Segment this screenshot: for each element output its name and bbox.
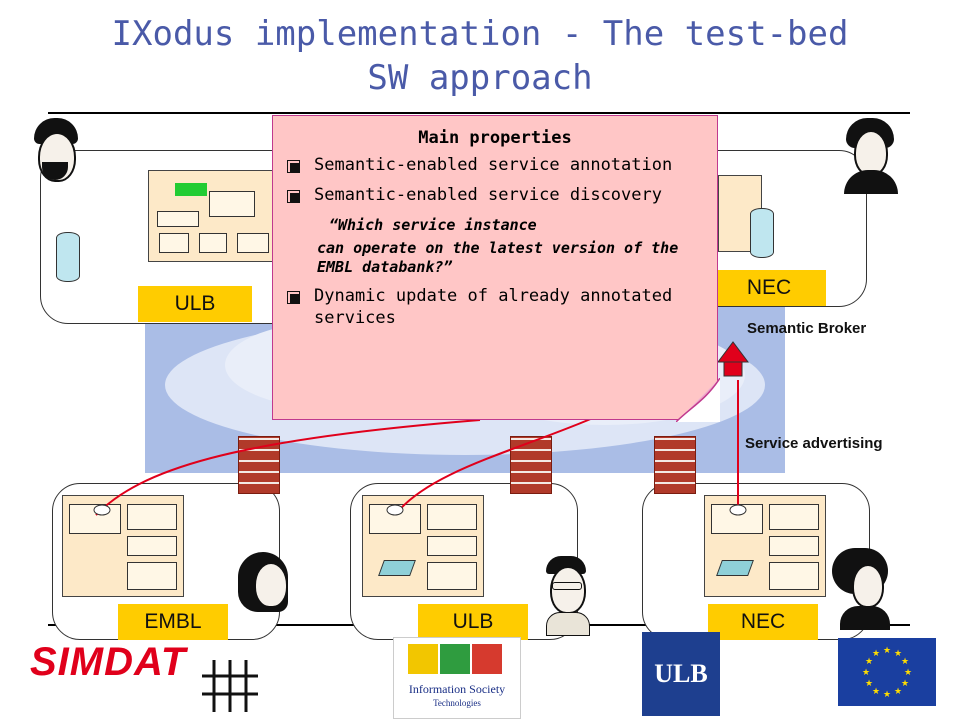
quote-line-1: “Which service instance <box>329 216 537 234</box>
service-advertising-label: Service advertising <box>745 435 883 452</box>
svg-text:★: ★ <box>862 668 870 678</box>
ist-subtitle: Technologies <box>433 698 481 708</box>
svg-text:★: ★ <box>901 679 909 689</box>
ist-title: Information Society <box>408 682 506 696</box>
svg-text:★: ★ <box>904 668 912 678</box>
database-icon <box>750 208 774 258</box>
title-line-2: SW approach <box>367 58 593 98</box>
svg-text:★: ★ <box>872 687 880 697</box>
callout-bullet: Semantic-enabled service annotation <box>287 154 707 176</box>
callout-heading: Main properties <box>418 128 572 148</box>
node-tag-nec-bottom: NEC <box>708 604 818 640</box>
connection-embl <box>95 419 481 516</box>
nec-architecture-diagram <box>704 495 826 597</box>
svg-text:★: ★ <box>865 657 873 667</box>
connection-ulb <box>394 414 601 516</box>
svg-text:★: ★ <box>883 646 891 656</box>
callout-bullet: Semantic-enabled service discovery <box>287 184 707 206</box>
svg-text:★: ★ <box>894 687 902 697</box>
firewall-icon <box>510 436 552 494</box>
simdat-grid-logo-icon <box>202 660 258 712</box>
embl-architecture-diagram <box>62 495 184 597</box>
node-tag-nec-top: NEC <box>712 270 826 306</box>
square-bullet-icon <box>287 291 300 304</box>
ist-tile-icon <box>440 644 470 674</box>
man-portrait-icon <box>28 118 84 198</box>
title-line-1: IXodus implementation - The test-bed <box>111 14 849 54</box>
main-properties-callout: Main properties Semantic-enabled service… <box>272 115 718 420</box>
ist-logo: Information Society Technologies <box>393 637 521 719</box>
eu-flag-icon: ★ ★ ★ ★ ★ ★ ★ ★ ★ ★ ★ ★ <box>838 638 936 706</box>
woman-portrait-icon <box>840 118 902 196</box>
top-left-architecture-diagram <box>148 170 278 262</box>
component-box <box>199 233 227 253</box>
svg-text:★: ★ <box>901 657 909 667</box>
bullet-text: Dynamic update of already annotated serv… <box>314 286 673 328</box>
man-glasses-portrait-icon <box>542 556 592 636</box>
top-divider <box>48 112 910 114</box>
woman-curly-portrait-icon <box>832 548 896 632</box>
bullet-text: Semantic-enabled service discovery <box>314 185 662 205</box>
svg-text:★: ★ <box>883 690 891 700</box>
ist-tile-icon <box>408 644 438 674</box>
database-icon <box>56 232 80 282</box>
firewall-icon <box>654 436 696 494</box>
callout-bullet: Dynamic update of already annotated serv… <box>287 285 707 329</box>
square-bullet-icon <box>287 160 300 173</box>
simdat-logo: SIMDAT <box>30 640 187 684</box>
component-box <box>157 211 199 227</box>
component-box <box>159 233 189 253</box>
component-box <box>209 191 255 217</box>
slide-title: IXodus implementation - The test-bed SW … <box>0 12 960 100</box>
component-box <box>237 233 269 253</box>
bullet-text: Semantic-enabled service annotation <box>314 155 673 175</box>
node-tag-ulb-bottom: ULB <box>418 604 528 640</box>
svg-text:★: ★ <box>865 679 873 689</box>
square-bullet-icon <box>287 190 300 203</box>
callout-page-curl <box>676 378 720 422</box>
svg-text:★: ★ <box>894 649 902 659</box>
green-component <box>175 183 207 196</box>
svg-text:★: ★ <box>872 649 880 659</box>
semantic-broker-label: Semantic Broker <box>747 320 867 337</box>
ulb-logo: ULB <box>642 632 720 716</box>
ulb-architecture-diagram <box>362 495 484 597</box>
quote-line-2: can operate on the latest version of the… <box>317 239 679 276</box>
woman-portrait-icon <box>238 548 298 628</box>
ist-tile-icon <box>472 644 502 674</box>
advertising-arrow-icon <box>717 341 749 377</box>
node-tag-embl: EMBL <box>118 604 228 640</box>
node-tag-ulb-top: ULB <box>138 286 252 322</box>
